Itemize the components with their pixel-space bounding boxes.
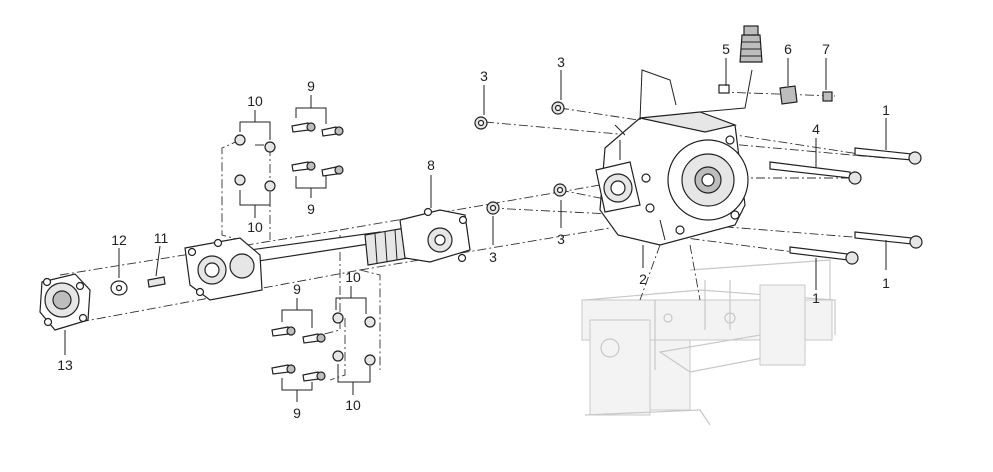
callout-9b: 9 xyxy=(307,201,315,217)
gear-case xyxy=(595,111,749,246)
callout-13: 13 xyxy=(57,357,73,373)
callout-2: 2 xyxy=(639,271,647,287)
vehicle-frame-background xyxy=(581,259,836,426)
callout-11: 11 xyxy=(154,230,169,246)
callout-3b: 3 xyxy=(557,54,565,70)
callout-10b: 10 xyxy=(247,219,263,235)
front-flange xyxy=(39,273,166,331)
callout-9a: 9 xyxy=(307,78,315,94)
drive-shaft xyxy=(184,207,471,301)
bolts-long xyxy=(769,147,923,265)
callout-3a: 3 xyxy=(480,68,488,84)
callout-9c: 9 xyxy=(293,281,301,297)
callout-5: 5 xyxy=(722,41,730,57)
washers xyxy=(474,101,567,215)
callout-6: 6 xyxy=(784,41,792,57)
callout-3d: 3 xyxy=(489,249,497,265)
callout-10d: 10 xyxy=(345,397,361,413)
callout-labels: 1 4 1 1 2 3 3 3 3 5 6 7 8 9 9 9 9 10 10 … xyxy=(57,41,890,421)
callout-10c: 10 xyxy=(345,269,361,285)
callout-12: 12 xyxy=(111,232,127,248)
callout-leaders xyxy=(64,58,887,402)
callout-3c: 3 xyxy=(557,231,565,247)
small-fasteners xyxy=(234,122,376,382)
callout-7: 7 xyxy=(822,41,830,57)
callout-9d: 9 xyxy=(293,405,301,421)
callout-10a: 10 xyxy=(247,93,263,109)
callout-4: 4 xyxy=(812,121,820,137)
callout-1c: 1 xyxy=(882,275,890,291)
breather-assembly xyxy=(639,25,833,121)
callout-8: 8 xyxy=(427,157,435,173)
callout-1b: 1 xyxy=(812,290,820,306)
callout-1a: 1 xyxy=(882,102,890,118)
